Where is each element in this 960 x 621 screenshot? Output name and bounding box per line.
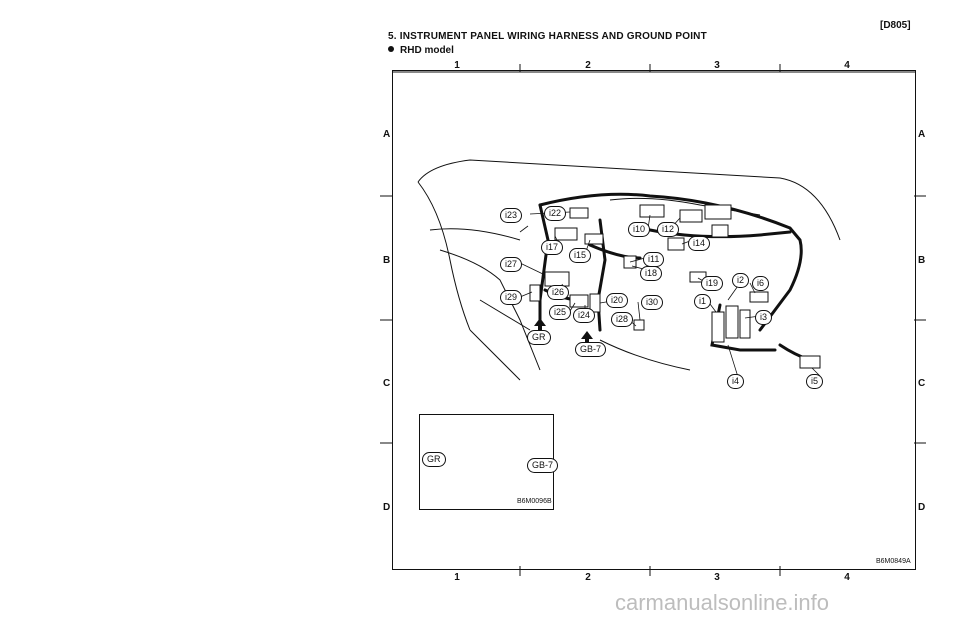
col-label-4-top: 4	[844, 60, 850, 71]
col-label-2-bottom: 2	[585, 572, 591, 583]
connector-i20-label: i20	[606, 293, 629, 308]
connector-i25-label: i25	[549, 305, 572, 320]
connector-i29-label: i29	[500, 290, 523, 305]
connector-i1-label: i1	[694, 294, 712, 309]
connector-i12-label: i12	[657, 222, 680, 237]
connector-i3-label: i3	[755, 310, 773, 325]
row-label-a-right: A	[918, 129, 926, 140]
connector-i18-label: i18	[640, 266, 663, 281]
connector-i2-label: i2	[732, 273, 750, 288]
row-label-c-left: C	[383, 378, 391, 389]
header-code: [D805]	[880, 20, 911, 31]
watermark: carmanualsonline.info	[615, 590, 830, 615]
col-label-3-top: 3	[714, 60, 720, 71]
connector-i10-label: i10	[628, 222, 651, 237]
connector-i19-label: i19	[701, 276, 724, 291]
connector-i15-label: i15	[569, 248, 592, 263]
inset-figure-code: B6M0096B	[517, 498, 552, 505]
inset-gr-label: GR	[422, 452, 446, 467]
model-label: RHD model	[400, 45, 454, 56]
col-label-1-top: 1	[454, 60, 460, 71]
figure-code: B6M0849A	[876, 558, 911, 565]
connector-i24-label: i24	[573, 308, 596, 323]
connector-i11-label: i11	[643, 252, 665, 267]
section-title: 5. INSTRUMENT PANEL WIRING HARNESS AND G…	[388, 31, 707, 42]
ground-gr-label: GR	[527, 330, 551, 345]
connector-i28-label: i28	[611, 312, 634, 327]
connector-i27-label: i27	[500, 257, 523, 272]
col-label-2-top: 2	[585, 60, 591, 71]
col-label-1-bottom: 1	[454, 572, 460, 583]
connector-i4-label: i4	[727, 374, 745, 389]
row-label-b-left: B	[383, 255, 391, 266]
connector-i17-label: i17	[541, 240, 564, 255]
connector-i14-label: i14	[688, 236, 711, 251]
connector-i5-label: i5	[806, 374, 824, 389]
col-label-4-bottom: 4	[844, 572, 850, 583]
bullet-icon	[388, 46, 394, 52]
inset-gb7-label: GB-7	[527, 458, 559, 473]
ground-gb7-label: GB-7	[575, 342, 607, 357]
col-label-3-bottom: 3	[714, 572, 720, 583]
connector-i6-label: i6	[752, 276, 770, 291]
model-line: RHD model	[388, 45, 454, 56]
connector-i22-label: i22	[544, 206, 567, 221]
row-label-a-left: A	[383, 129, 391, 140]
row-label-d-right: D	[918, 502, 926, 513]
row-label-d-left: D	[383, 502, 391, 513]
connector-i30-label: i30	[641, 295, 664, 310]
connector-i23-label: i23	[500, 208, 523, 223]
row-label-b-right: B	[918, 255, 926, 266]
row-label-c-right: C	[918, 378, 926, 389]
connector-i26-label: i26	[547, 285, 570, 300]
